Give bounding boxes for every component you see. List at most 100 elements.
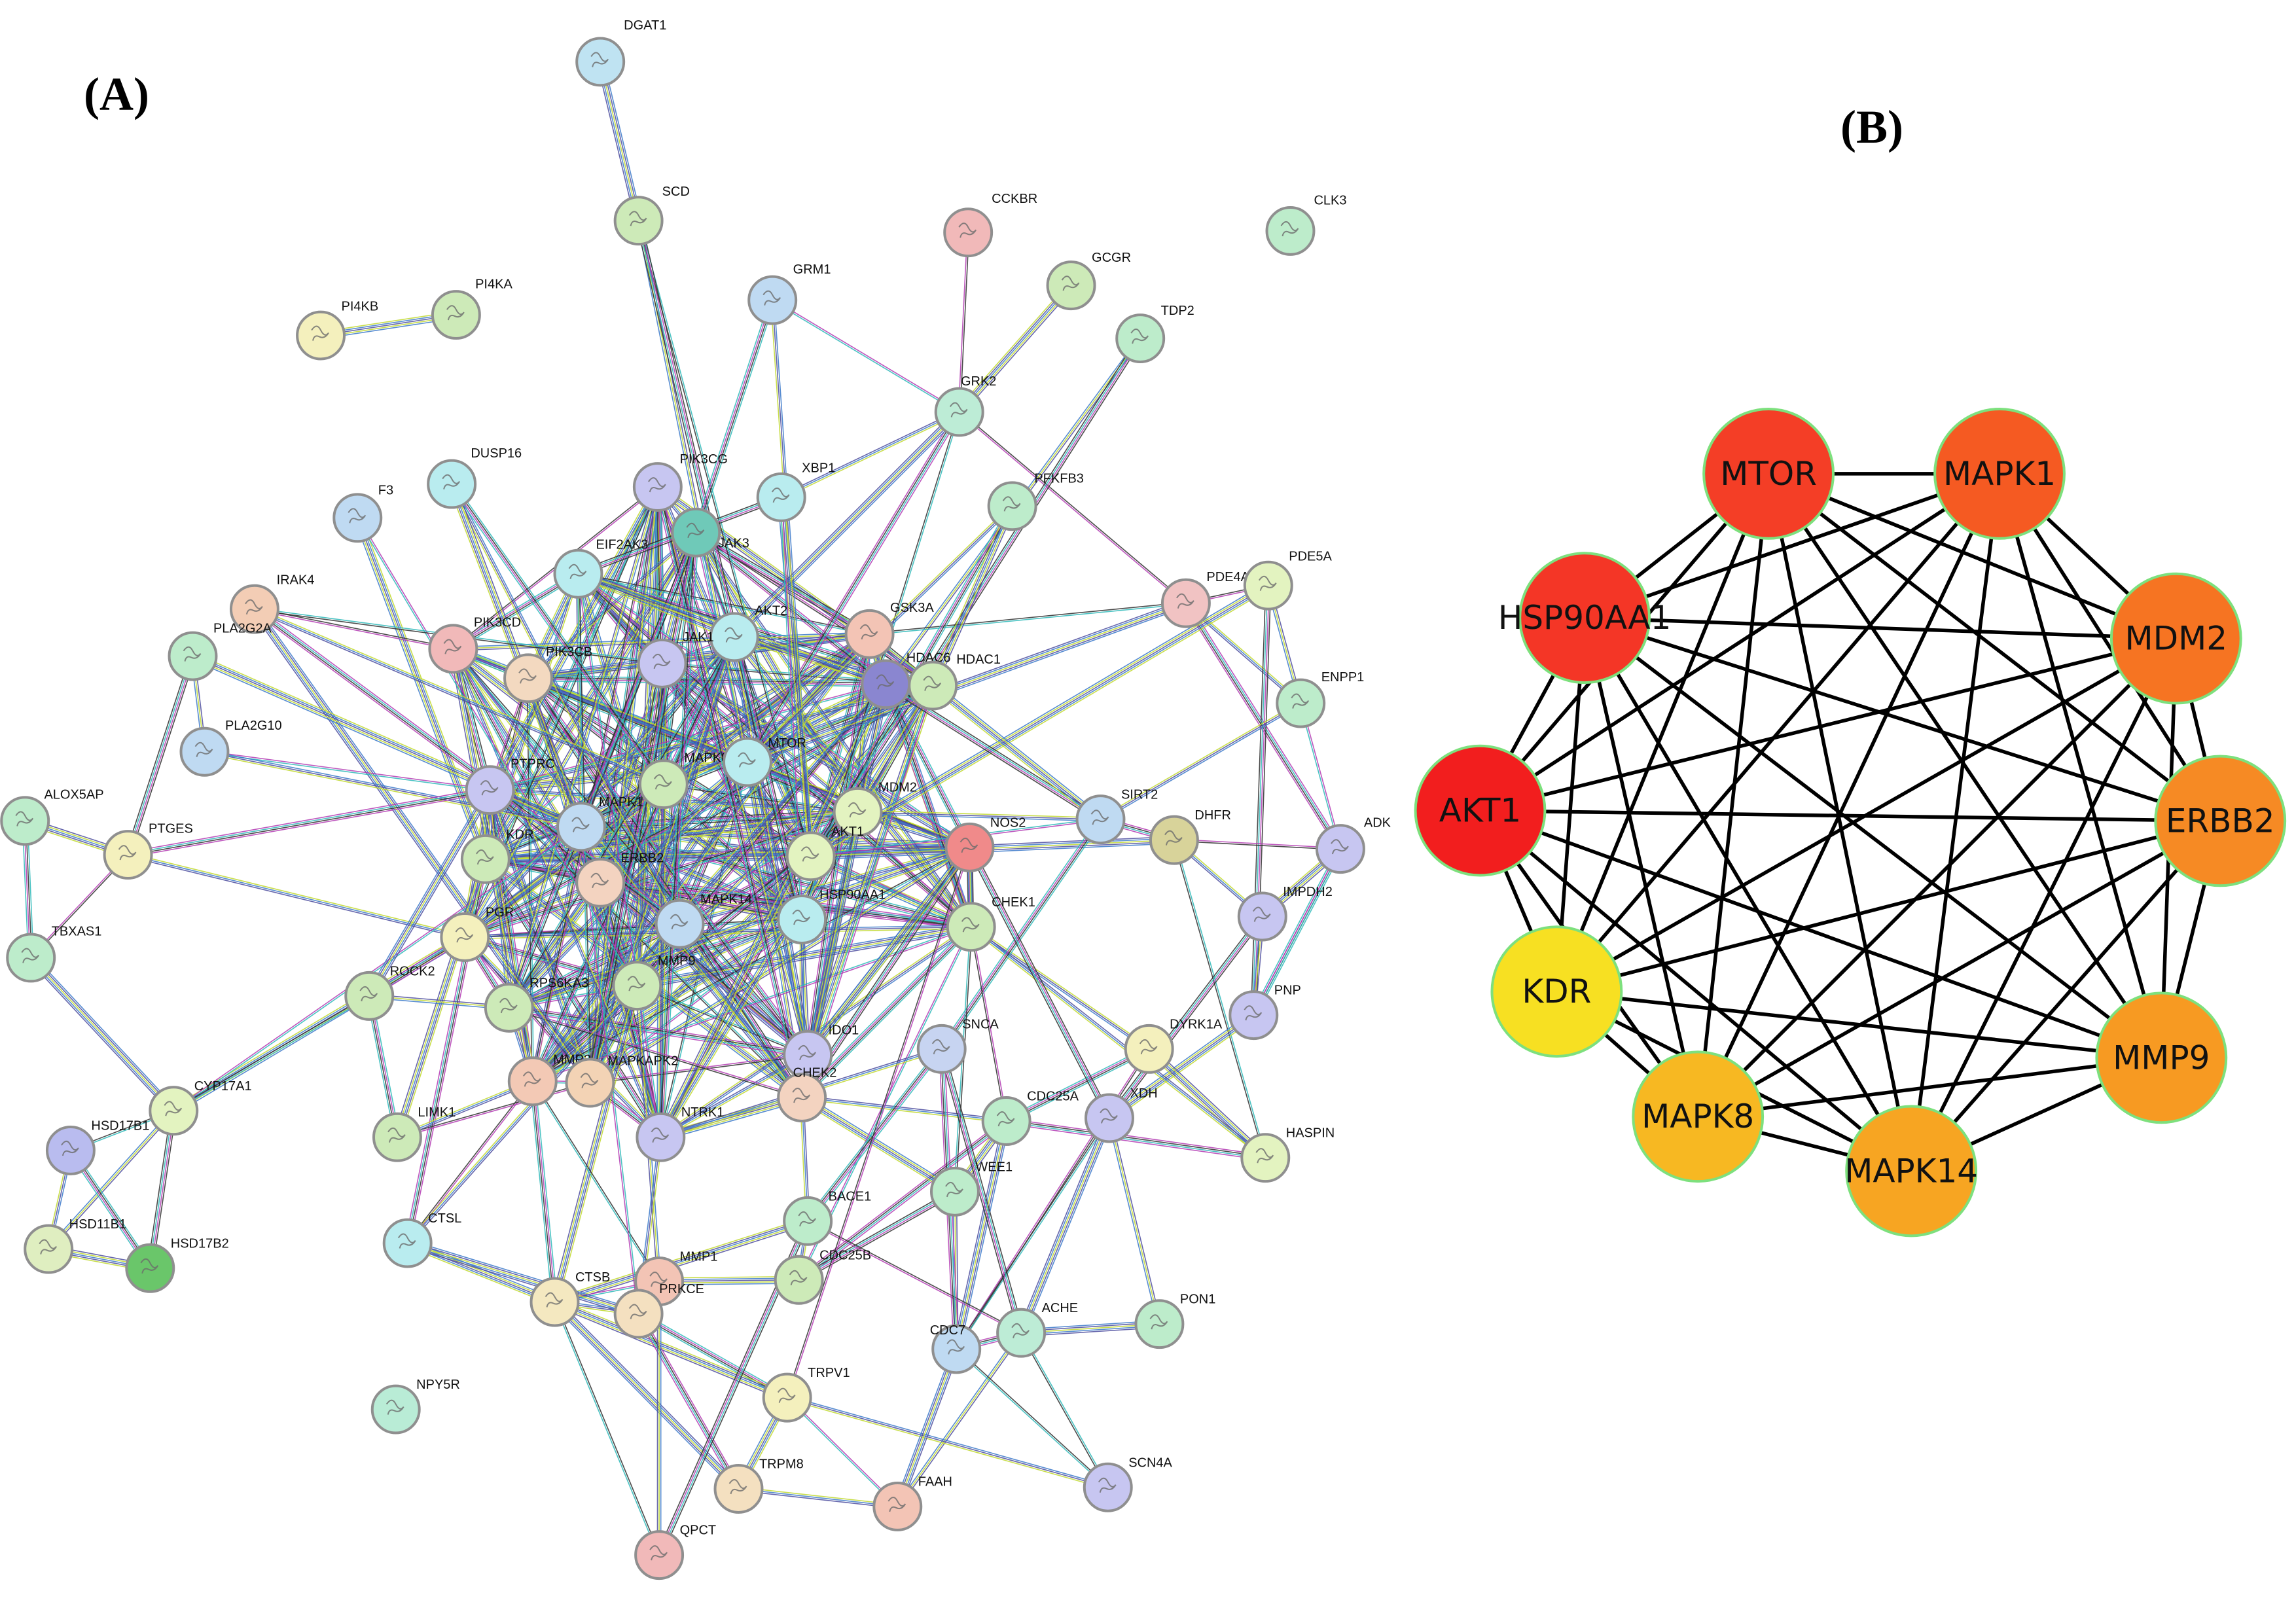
panel-a-node-circle [440,912,490,962]
panel-a-node-label: RPS6KA3 [529,976,588,990]
panel-a-node-circle [344,971,395,1021]
panel-a-node: ACHE [996,1301,1078,1358]
panel-b-node-circle [2154,755,2287,887]
panel-a-edge-line [367,789,490,995]
panel-a-node-circle [428,624,478,674]
panel-a-node: MMP9 [612,954,696,1011]
panel-a-edge-line [940,818,1101,1049]
panel-a-edge-line [959,285,1072,412]
panel-a-edge-line [588,636,734,1082]
panel-a-edge-line [254,609,454,651]
panel-a-node: PI4KA [431,277,512,340]
panel-a-node-circle [460,834,511,884]
panel-a-node-label: HSD17B2 [171,1236,229,1251]
panel-a-edge-line [204,749,582,826]
panel-a-edge-line [1147,1050,1265,1160]
panel-a-edge-line [746,601,1186,761]
panel-a-edge-line [637,928,972,988]
panel-b-edge [1555,473,2001,993]
panel-a-node-structure [931,1039,950,1055]
panel-a-node: MAPKAPK2 [565,1054,678,1108]
panel-a-node-circle [575,37,626,87]
panel-a-edge-line [943,820,1103,1051]
panel-a-edge-line [659,486,666,664]
panel-a-edge-line [511,533,699,1009]
panel-a-edge-line [959,1121,1011,1350]
panel-a-edge-line [406,984,637,1243]
panel-a-node-circle [1075,794,1126,845]
panel-a-node-structure [996,1111,1015,1127]
panel-a-edge-line [531,1081,554,1302]
panel-a-node-circle [632,462,683,512]
panel-a-edge-line [772,300,960,414]
panel-a-edge-line [660,665,970,929]
panel-a-edge-line [780,410,959,497]
panel-a-node-structure [442,474,460,490]
panel-a-edge-line [531,683,885,1081]
panel-a-node-label: PIK3CD [474,616,521,630]
panel-a-edge-line [779,497,810,857]
panel-a-edge-line [810,849,973,1058]
panel-a-edge-line [1005,1123,1265,1161]
panel-a-edge-line [509,1006,802,1097]
panel-b-edge [1585,616,2176,641]
panel-a-node-structure [777,1387,796,1403]
panel-a-edge-line [452,648,802,1098]
panel-a-edge-line [787,847,971,1399]
panel-a-node: GRK2 [934,374,996,437]
panel-a-node-circle [916,1024,967,1074]
panel-a-node-label: TBXAS1 [52,925,102,939]
panel-a-node-label: CTSL [428,1211,461,1226]
panel-a-node: CDC25B [774,1248,871,1305]
panel-a-edge-line [736,414,962,640]
panel-a-node: GCGR [1046,251,1131,311]
panel-a-edge-line [1251,847,1339,1014]
panel-a-edge-line [509,847,970,1008]
panel-a-edge-line [453,482,666,783]
panel-a-node: MDM2 [833,780,917,837]
panel-a-node-label: DYRK1A [1170,1017,1223,1031]
panel-a-node-label: FAAH [918,1474,952,1489]
panel-a-edge-line [935,507,1016,687]
panel-a-node-label: PIK3CB [546,645,592,660]
panel-a-node: GRM1 [747,262,831,325]
panel-a-edge-line [931,505,1011,685]
panel-a-node-structure [245,599,263,615]
panel-a-node-structure [522,1071,541,1087]
panel-a-node: HSD17B2 [125,1236,229,1293]
panel-a-edge-line [971,846,1113,1118]
panel-a-edge-line [490,789,803,1097]
panel-a-edge-line [31,956,175,1111]
panel-a-edge-line [746,411,960,762]
panel-a-node-structure [738,752,756,768]
panel-a-edge-line [786,1397,897,1508]
panel-a-edge-line [554,1301,787,1399]
panel-a-node-label: MAPKAPK2 [607,1054,678,1069]
panel-a-edge-line [448,485,579,829]
panel-a-node-structure [1139,1039,1158,1055]
panel-a-node-structure [859,624,878,640]
panel-b-edge [1479,809,2162,1060]
panel-a-edge-line [1108,916,1263,1118]
panel-a-edge-line [660,1054,808,1138]
panel-a-edge-line [638,1312,788,1398]
panel-a-node-label: MMP9 [658,954,696,969]
panel-b-edge [1583,616,1913,1172]
panel-a-edge-line [509,633,870,1008]
panel-a-node-label: PDE4A [1206,570,1249,584]
panel-a-node-structure [61,1140,79,1156]
panel-a-edge-line [692,299,771,532]
panel-a-node: MTOR [723,736,806,787]
panel-a-edge-line [797,1118,1005,1279]
panel-a-node-structure [386,1399,404,1415]
panel-a-edge-line [506,631,868,1006]
panel-b-node-label: MMP9 [2113,1039,2210,1077]
panel-a-edge-line [787,1397,1108,1488]
panel-a-edge-line [1253,849,1342,1016]
panel-a-node: CHEK1 [946,895,1035,952]
panel-a-node-label: HSD11B1 [69,1217,126,1232]
panel-a-node-structure [651,1127,670,1143]
panel-a-node-structure [1061,276,1080,291]
